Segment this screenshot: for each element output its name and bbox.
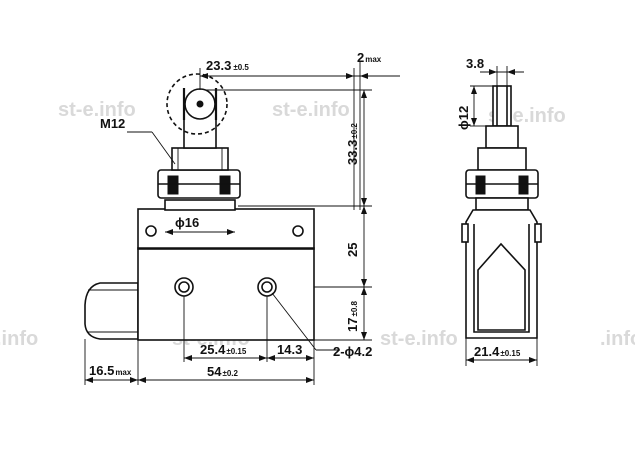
side-tab-left: [461, 223, 469, 243]
dim-height-holes: 17±0.8: [345, 300, 360, 332]
dim-roller-dia: ϕ12: [456, 106, 471, 130]
dim-roller-offset: 23.3±0.5: [206, 58, 249, 73]
side-body-inner: [473, 224, 530, 333]
watermark-1: st-e.info: [58, 99, 136, 121]
dim-height-roller: 33.3±0.2: [345, 123, 360, 165]
lower-body: [137, 247, 315, 341]
dim-roller-width: 3.8: [466, 56, 484, 71]
boss-base: [164, 199, 236, 211]
side-tab-right: [534, 223, 542, 243]
nut-dark-left: [167, 175, 179, 195]
dim-side-width: 21.4±0.15: [474, 344, 521, 359]
side-bush: [477, 147, 527, 171]
side-arrows: [466, 69, 537, 363]
side-nut-dark-2: [518, 175, 529, 195]
threaded-bush: [171, 147, 229, 171]
watermark-6: .info: [0, 328, 38, 350]
watermark-5: st-e.info: [380, 328, 458, 350]
plate-hole-right: [292, 225, 304, 237]
dim-width-total: 54±0.2: [207, 364, 239, 379]
roller-pin: [196, 100, 204, 108]
mount-hole-left-inner: [178, 281, 190, 293]
dim-holes: 2-ϕ4.2: [333, 344, 372, 359]
dim-hole-spacing: 25.4±0.15: [200, 342, 247, 357]
front-view: M12 23.3±0.5 2max 33.3±0.2 25 17±0.8: [84, 50, 400, 385]
m12-leader: [151, 131, 176, 165]
holes-leader: [271, 292, 317, 351]
plate-hole-left: [145, 225, 157, 237]
dim-height-body: 25: [345, 243, 360, 257]
mount-hole-right-inner: [261, 281, 273, 293]
side-boss: [475, 197, 529, 211]
side-chevron: [477, 242, 526, 331]
mounting-plate: [137, 208, 315, 250]
dim-plunger-proj: 16.5max: [89, 363, 132, 378]
watermark-2: st-e.info: [272, 99, 350, 121]
dim-hole-to-edge: 14.3: [277, 342, 302, 357]
plunger-cap: [84, 282, 139, 340]
dim-boss-dia: ϕ16: [175, 215, 199, 230]
dim-gap-top: 2max: [357, 50, 382, 65]
dim-thread: M12: [100, 116, 125, 131]
watermark-7: .info: [600, 328, 635, 350]
side-nut-dark: [475, 175, 486, 195]
side-roller: [492, 85, 512, 127]
side-body: [465, 209, 538, 339]
front-arrows: [85, 73, 368, 383]
nut-dark-right: [219, 175, 231, 195]
side-shaft: [485, 125, 519, 149]
side-view: 3.8 ϕ12 21.4±0.15: [456, 56, 542, 366]
roller-outline: [166, 73, 228, 135]
